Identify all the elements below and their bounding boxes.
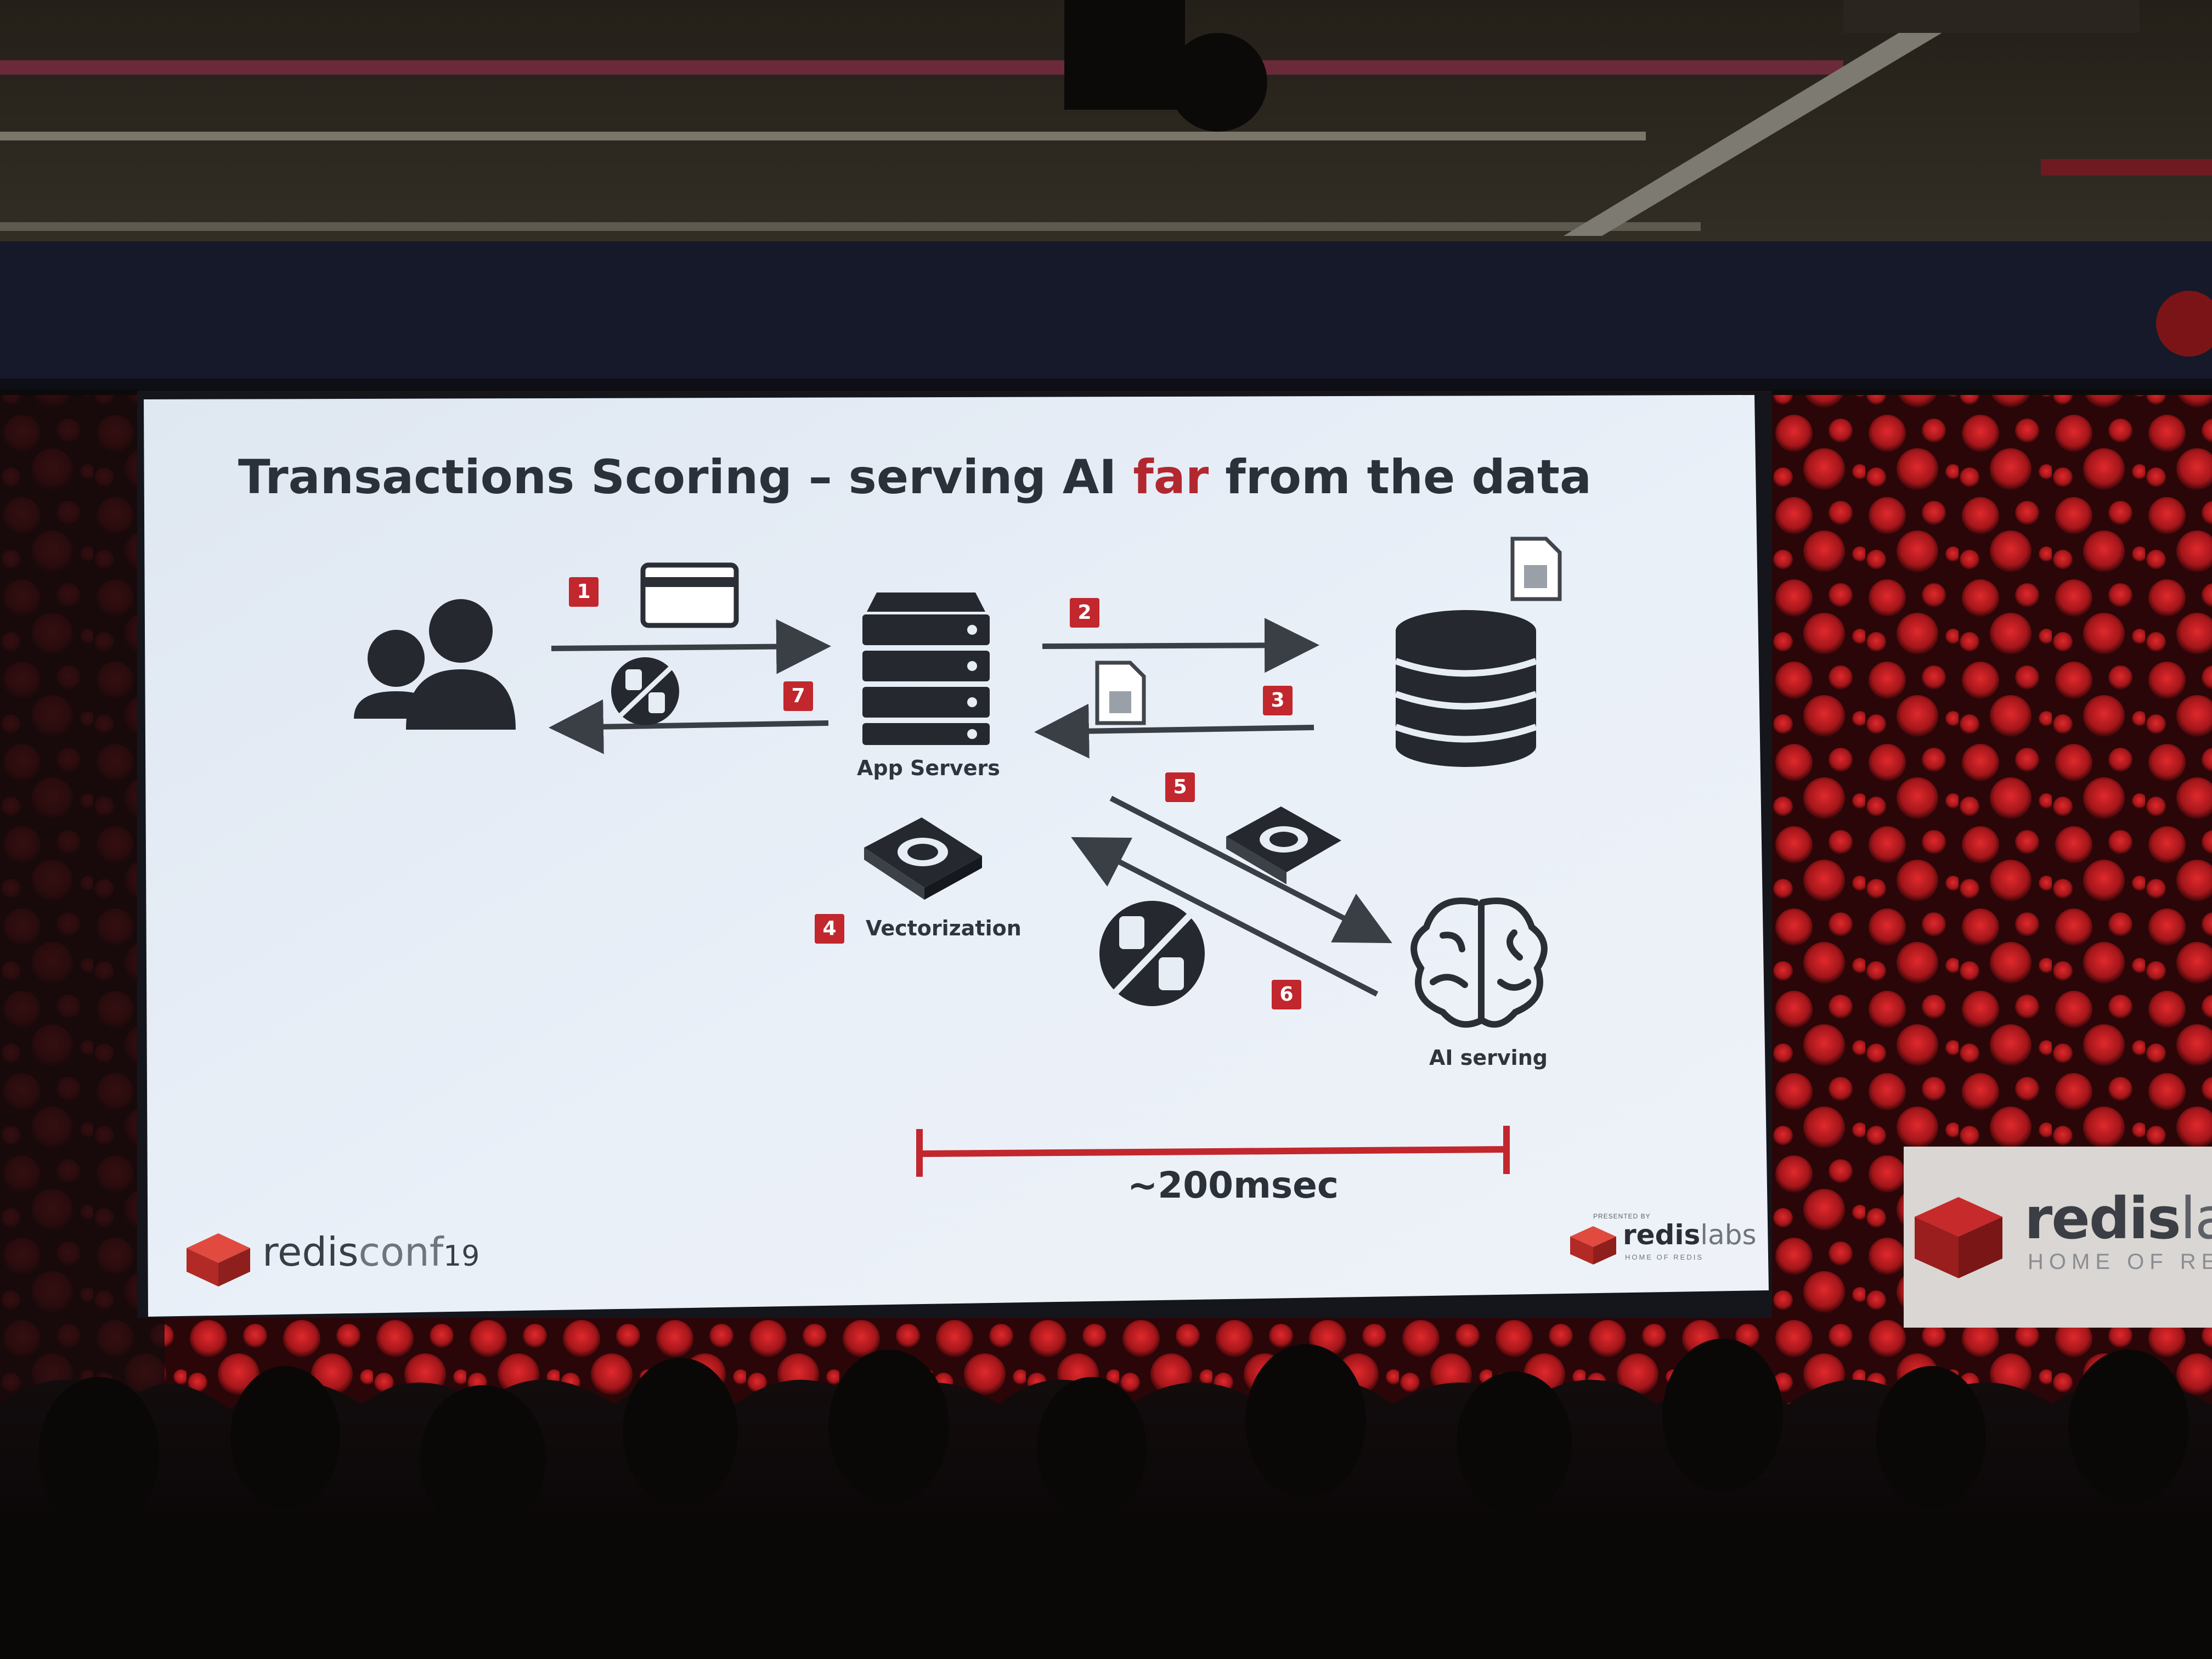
venue-sign-tagline: HOME OF RE (2028, 1250, 2212, 1274)
redisconf-logo-icon (187, 1233, 250, 1286)
vector-chip-icon-2 (1226, 806, 1341, 884)
arrow-response (549, 699, 829, 754)
step-badge-6: 6 (1272, 980, 1301, 1009)
redislabs-logo-redis: redis (1623, 1219, 1701, 1251)
app-servers-label: App Servers (857, 756, 1000, 780)
venue-sign-redis: redis (2024, 1185, 2181, 1252)
document-icon-top (1510, 537, 1562, 601)
slide-title-part2: from the data (1225, 450, 1592, 505)
server-rack-icon (862, 592, 990, 745)
step-badge-5: 5 (1165, 772, 1195, 802)
redislabs-tagline: HOME OF REDIS (1625, 1253, 1704, 1261)
credit-card-icon (640, 562, 739, 628)
database-icon (1395, 610, 1537, 767)
step-badge-7: 7 (783, 681, 813, 711)
latency-bar (916, 1126, 1510, 1177)
arrow-query (1042, 618, 1319, 673)
redisconf-logo-text: redisconf19 (262, 1229, 479, 1275)
slide-title-part1: Transactions Scoring – serving AI (238, 450, 1117, 505)
venue-sign-logo-icon (1915, 1197, 2002, 1278)
venue-sign-text: redislab (2024, 1185, 2212, 1252)
users-icon (354, 599, 516, 730)
arrow-data (1034, 703, 1314, 759)
step-badge-2: 2 (1070, 598, 1099, 628)
redislabs-logo-icon (1570, 1226, 1616, 1265)
document-icon (1095, 661, 1146, 725)
redisconf-logo-redis: redis (262, 1229, 359, 1275)
venue-sign-labs: lab (2180, 1185, 2212, 1252)
latency-label: ~200msec (1127, 1164, 1339, 1206)
redislabs-logo-labs: labs (1700, 1219, 1757, 1251)
slide-title: Transactions Scoring – serving AI far fr… (238, 450, 1592, 505)
redislabs-logo-text: redislabs (1623, 1219, 1757, 1251)
arrow-to-ai (1109, 795, 1392, 944)
ai-serving-label: AI serving (1429, 1046, 1548, 1070)
arrow-from-ai (1071, 837, 1379, 997)
brain-icon (1410, 898, 1548, 1028)
no-thumbs-icon (611, 657, 679, 725)
vector-chip-icon (864, 817, 982, 900)
slide-title-highlight: far (1133, 450, 1209, 505)
step-badge-3: 3 (1263, 686, 1293, 715)
redisconf-logo-conf: conf (358, 1229, 444, 1275)
no-thumbs-large-icon (1099, 901, 1205, 1006)
step-badge-4: 4 (815, 914, 844, 944)
step-badge-1: 1 (569, 577, 599, 607)
arrow-request (551, 619, 831, 674)
vectorization-label: Vectorization (866, 916, 1022, 940)
redisconf-logo-year: 19 (443, 1240, 480, 1273)
presented-by-label: PRESENTED BY (1593, 1212, 1651, 1220)
